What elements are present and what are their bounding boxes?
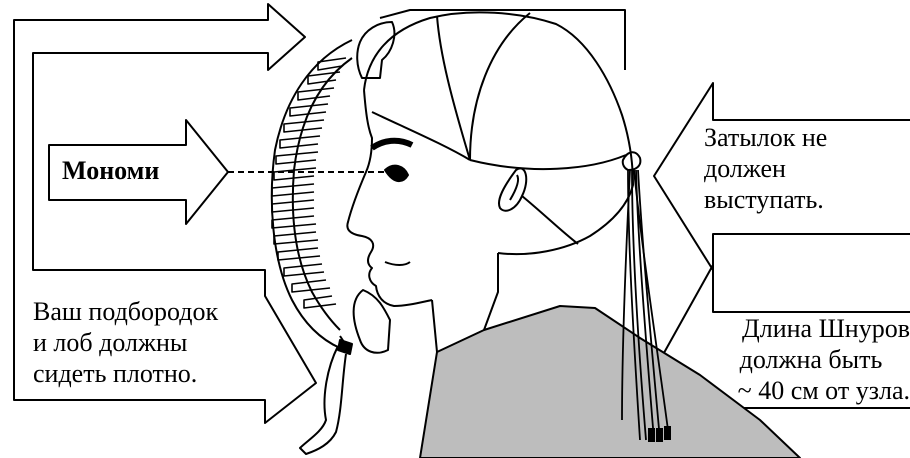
mask-ribs [272, 58, 346, 308]
mouth [385, 262, 410, 265]
back-of-head-label: Затылок не должен выступать. [704, 122, 827, 215]
ear-inner [510, 175, 518, 200]
eye [385, 166, 408, 181]
cord-length-line-1: Длина Шнуров [692, 313, 910, 344]
face-profile [347, 90, 432, 306]
back-of-head-line-1: Затылок не [704, 122, 827, 153]
cap-seam-1 [437, 16, 470, 160]
chin-strap [300, 336, 348, 454]
cap-seam-5 [522, 196, 578, 244]
cord-ends [648, 426, 671, 442]
chin-forehead-line-3: сидеть плотно. [33, 358, 218, 389]
chin-forehead-line-1: Ваш подбородок [33, 296, 218, 327]
chin-forehead-line-2: и лоб должны [33, 327, 218, 358]
back-of-head-line-2: должен [704, 153, 827, 184]
cord-length-line-3: ~ 40 см от узла. [692, 375, 910, 406]
ear [499, 168, 526, 210]
chin-forehead-label: Ваш подбородок и лоб должны сидеть плотн… [33, 296, 218, 389]
mask-top-frame [380, 10, 625, 70]
cap-seam-3 [372, 112, 470, 160]
cord-length-line-2: должна быть [692, 344, 910, 375]
back-of-head-line-3: выступать. [704, 184, 827, 215]
eyebrow [372, 141, 412, 148]
cap-seam-4 [470, 155, 626, 169]
chin-cup [354, 290, 390, 353]
mask-name-label: Мономи [62, 155, 159, 186]
cap-seam-2 [470, 13, 530, 160]
cord-length-label: Длина Шнуров должна быть ~ 40 см от узла… [692, 313, 910, 406]
mask-shell [272, 40, 352, 348]
mask-top-clip [357, 22, 394, 78]
chin-strap-knot [338, 340, 352, 354]
